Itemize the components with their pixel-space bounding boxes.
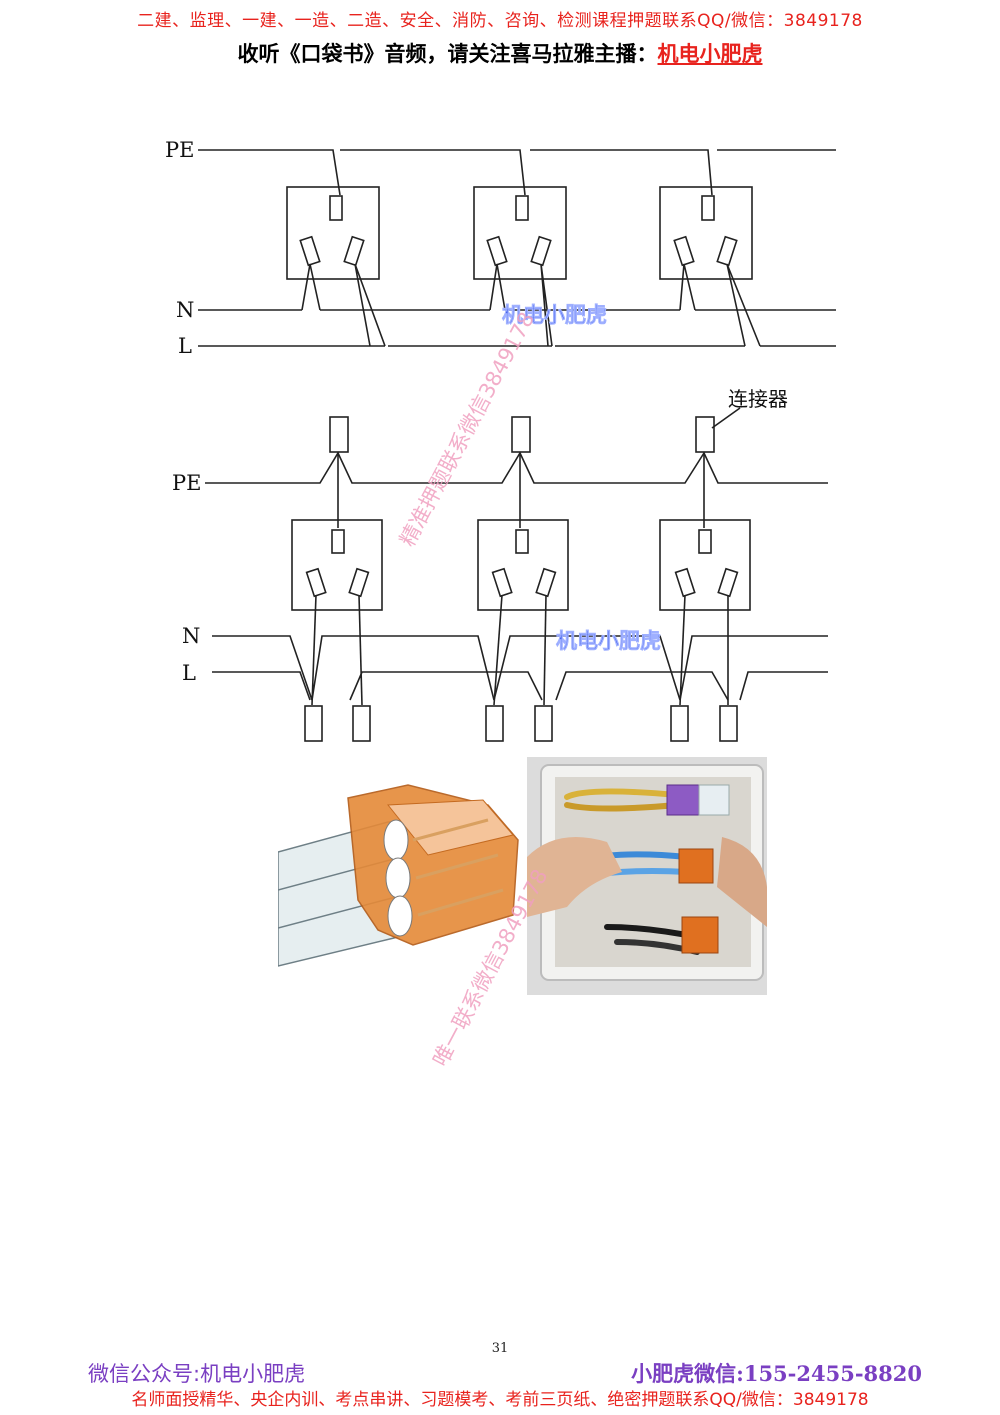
n-label-bottom: N [182,624,200,648]
n-label-top: N [176,298,194,322]
page-number: 31 [491,1341,509,1356]
watermark-2: 唯一联系微信3849178 [428,865,552,1070]
wire-connector-illustration-icon [278,760,523,985]
top-diagram [198,149,836,347]
watermark-layer: 唯一联系微信3849178 [428,865,552,1070]
pe-label-top: PE [165,138,194,162]
subtitle-prefix: 收听《口袋书》音频，请关注喜马拉雅主播： [237,42,658,66]
pe-label-bottom: PE [172,471,201,495]
socket-1 [286,186,380,280]
footer-wechat-contact: 小肥虎微信:155-2455-8820 [631,1361,922,1386]
subtitle: 收听《口袋书》音频，请关注喜马拉雅主播：机电小肥虎 [0,38,1000,68]
l-label-bottom: L [182,661,196,685]
top-banner: 二建、监理、一建、一造、二造、安全、消防、咨询、检测课程押题联系QQ/微信：38… [137,11,863,31]
brand-bottom: 机电小肥虎 [556,629,661,653]
host-link[interactable]: 机电小肥虎 [657,42,763,66]
bottom-diagram [205,407,828,742]
pe-connector-1 [329,416,349,453]
socket-2 [473,186,567,280]
footer-banner: 名师面授精华、央企内训、考点串讲、习题模考、考前三页纸、绝密押题联系QQ/微信：… [131,1390,869,1410]
socket-3 [659,186,753,280]
footer-wechat-account: 微信公众号:机电小肥虎 [88,1362,306,1386]
l-label-top: L [178,334,192,358]
pe-connector-2 [511,416,531,453]
connector-label: 连接器 [728,387,788,411]
wiring-diagrams: PE N L 机电小肥虎 PE N L 连接器 机电小肥虎 精准押题联系微信38… [165,138,836,742]
socket-4 [291,519,383,611]
brand-top: 机电小肥虎 [502,303,607,327]
socket-6 [659,519,751,611]
pe-connector-3 [695,416,715,453]
socket-5 [477,519,569,611]
junction-box-photo-icon [527,757,767,995]
